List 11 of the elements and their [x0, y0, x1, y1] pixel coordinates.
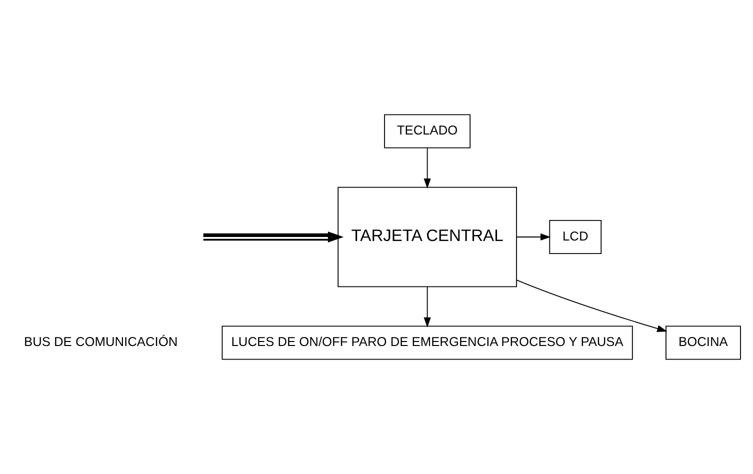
node-box: TECLADO	[384, 114, 471, 148]
arrow	[203, 232, 344, 242]
arrow	[516, 280, 668, 332]
arrow	[424, 286, 431, 328]
node-box: LCD	[549, 220, 602, 254]
node-box: TARJETA CENTRAL	[338, 186, 517, 288]
node-box: LUCES DE ON/OFF PARO DE EMERGENCIA PROCESO Y PAUSA	[222, 326, 633, 360]
arrow	[424, 147, 431, 189]
label: BUS DE COMUNICACIÓN	[24, 334, 178, 350]
node-box: BOCINA	[666, 326, 741, 360]
arrow	[516, 233, 551, 241]
